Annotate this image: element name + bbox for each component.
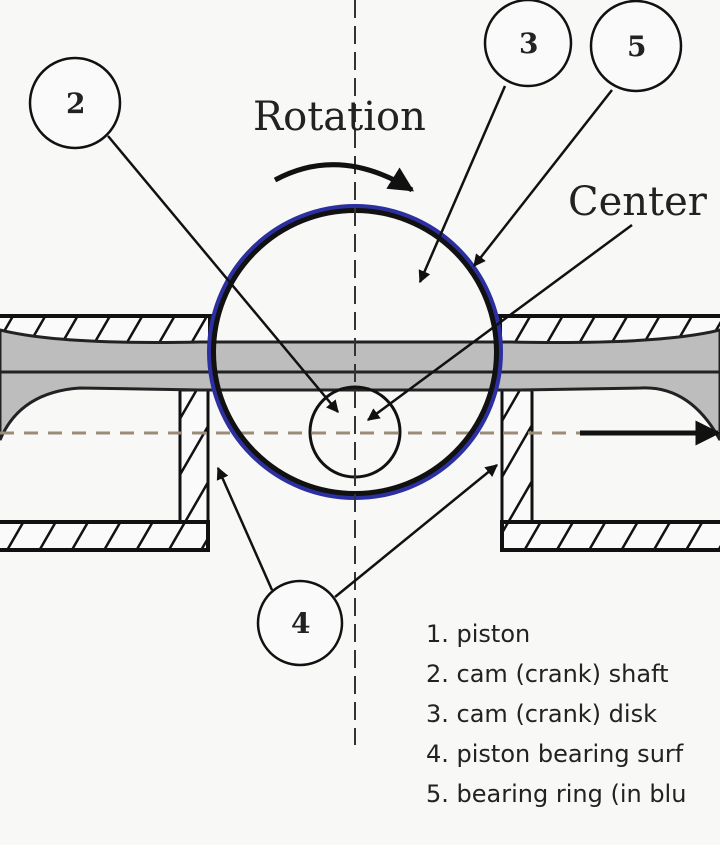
leader-5 — [473, 89, 613, 267]
callout-3 — [483, 0, 573, 88]
legend-item: 1. piston — [426, 620, 531, 648]
rotation-label: Rotation — [253, 94, 426, 140]
callout-5-label: 5 — [627, 30, 646, 63]
housing-wall-left — [178, 388, 210, 527]
legend: 1. piston 2. cam (crank) shaft 3. cam (c… — [426, 614, 686, 814]
piston — [0, 328, 720, 441]
legend-item: 2. cam (crank) shaft — [426, 660, 669, 688]
leader-3 — [418, 85, 507, 284]
callout-2-label: 2 — [66, 87, 85, 120]
legend-item: 4. piston bearing surf — [426, 740, 684, 768]
housing-bottom-right — [500, 520, 720, 552]
leader-2 — [107, 135, 339, 413]
callout-4 — [256, 579, 344, 667]
callout-4-label: 4 — [291, 607, 310, 640]
callout-2 — [28, 56, 122, 150]
housing-bottom-left — [0, 520, 210, 552]
legend-item: 3. cam (crank) disk — [426, 700, 657, 728]
leader-4a — [216, 466, 274, 591]
callout-3-label: 3 — [519, 27, 538, 60]
housing-wall-right — [500, 388, 534, 527]
rotation-arrow — [273, 162, 415, 193]
leader-center — [366, 223, 633, 422]
legend-item: 5. bearing ring (in blu — [426, 780, 687, 808]
callout-5 — [589, 0, 683, 93]
leader-4b — [334, 464, 498, 598]
center-label: Center — [568, 179, 708, 225]
